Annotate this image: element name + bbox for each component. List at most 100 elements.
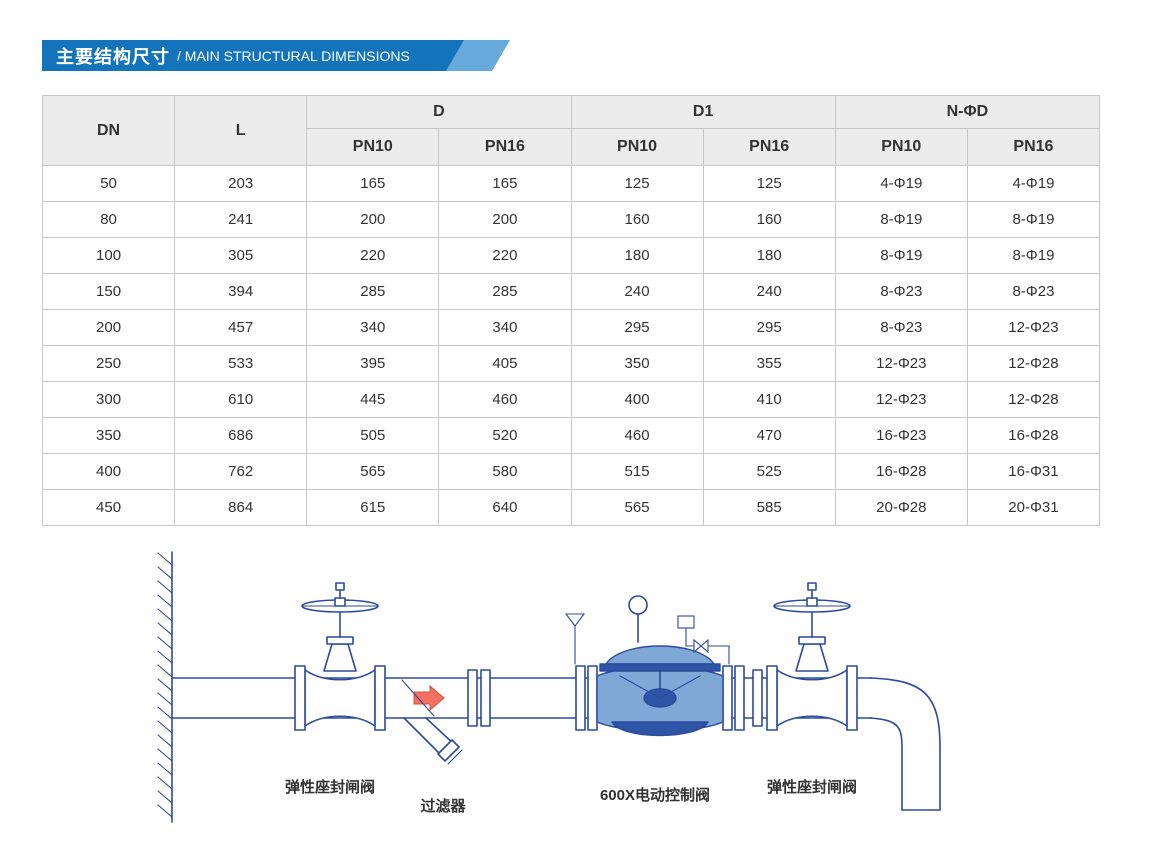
table-cell: 165 [306,165,440,202]
table-cell: 125 [570,165,704,202]
table-cell: 12-Φ28 [966,381,1101,418]
col-subheader-pn10: PN10 [570,128,704,166]
table-cell: 250 [41,345,176,382]
label-gate-valve-right: 弹性座封闸阀 [767,778,857,796]
table-cell: 585 [702,489,836,526]
table-cell: 295 [702,309,836,346]
table-cell: 395 [306,345,440,382]
col-subheader-pn10: PN10 [306,128,440,166]
table-cell: 8-Φ23 [834,273,968,310]
banner-title-shape: 主要结构尺寸 / MAIN STRUCTURAL DIMENSIONS [42,40,464,71]
lifting-ring-icon [628,595,648,615]
control-valve [564,595,745,737]
table-cell: 762 [174,453,308,490]
table-cell: 20-Φ31 [966,489,1101,526]
strainer [401,679,463,765]
table-cell: 200 [306,201,440,238]
table-cell: 460 [570,417,704,454]
label-gate-valve-left: 弹性座封闸阀 [285,778,375,796]
table-cell: 12-Φ23 [834,345,968,382]
table-cell: 241 [174,201,308,238]
table-cell: 16-Φ28 [966,417,1101,454]
wall [157,551,173,823]
table-cell: 240 [570,273,704,310]
table-cell: 8-Φ23 [834,309,968,346]
table-cell: 355 [702,345,836,382]
col-header-dn: DN [41,95,176,166]
installation-diagram: 弹性座封闸阀 过滤器 600X电动控制阀 弹性座封闸阀 [0,540,1151,860]
col-subheader-pn16: PN16 [702,128,836,166]
table-cell: 640 [438,489,572,526]
table-cell: 240 [702,273,836,310]
table-cell: 200 [41,309,176,346]
label-control-valve: 600X电动控制阀 [600,786,710,804]
table-cell: 350 [41,417,176,454]
col-subheader-pn10: PN10 [834,128,968,166]
table-cell: 220 [438,237,572,274]
flange-joint [752,669,763,727]
table-cell: 4-Φ19 [966,165,1101,202]
table-cell: 50 [41,165,176,202]
table-cell: 220 [306,237,440,274]
table-cell: 180 [702,237,836,274]
label-strainer: 过滤器 [420,797,466,815]
table-cell: 125 [702,165,836,202]
gate-valve-right [766,582,858,731]
table-cell: 460 [438,381,572,418]
table-cell: 180 [570,237,704,274]
table-cell: 285 [438,273,572,310]
table-cell: 515 [570,453,704,490]
table-cell: 20-Φ28 [834,489,968,526]
table-cell: 8-Φ19 [834,201,968,238]
table-cell: 400 [41,453,176,490]
table-cell: 300 [41,381,176,418]
table-cell: 200 [438,201,572,238]
table-group-header-row: DN L D D1 N-ΦD [41,95,1101,166]
table-cell: 160 [570,201,704,238]
table-cell: 533 [174,345,308,382]
table-cell: 864 [174,489,308,526]
col-subheader-pn16: PN16 [438,128,572,166]
table-cell: 305 [174,237,308,274]
col-header-l: L [174,95,308,166]
table-cell: 100 [41,237,176,274]
table-cell: 16-Φ23 [834,417,968,454]
table-cell: 12-Φ23 [966,309,1101,346]
table-cell: 520 [438,417,572,454]
table-cell: 340 [306,309,440,346]
flow-direction-arrow [413,684,445,712]
table-cell: 445 [306,381,440,418]
table-cell: 580 [438,453,572,490]
table-cell: 12-Φ23 [834,381,968,418]
table-cell: 16-Φ28 [834,453,968,490]
gate-valve-left [294,582,386,731]
table-cell: 405 [438,345,572,382]
col-header-d: D [306,95,572,129]
col-subheader-pn16: PN16 [966,128,1101,166]
table-cell: 4-Φ19 [834,165,968,202]
table-cell: 686 [174,417,308,454]
flange-joint [467,669,491,727]
table-cell: 610 [174,381,308,418]
table-sub-header-row: PN10 PN16 PN10 PN16 PN10 PN16 [43,128,1101,166]
table-cell: 470 [702,417,836,454]
table-cell: 8-Φ19 [834,237,968,274]
table-cell: 410 [702,381,836,418]
table-cell: 350 [570,345,704,382]
table-cell: 8-Φ23 [966,273,1101,310]
table-cell: 165 [438,165,572,202]
table-cell: 400 [570,381,704,418]
section-banner: 主要结构尺寸 / MAIN STRUCTURAL DIMENSIONS [42,40,522,71]
table-cell: 340 [438,309,572,346]
table-cell: 8-Φ19 [966,201,1101,238]
